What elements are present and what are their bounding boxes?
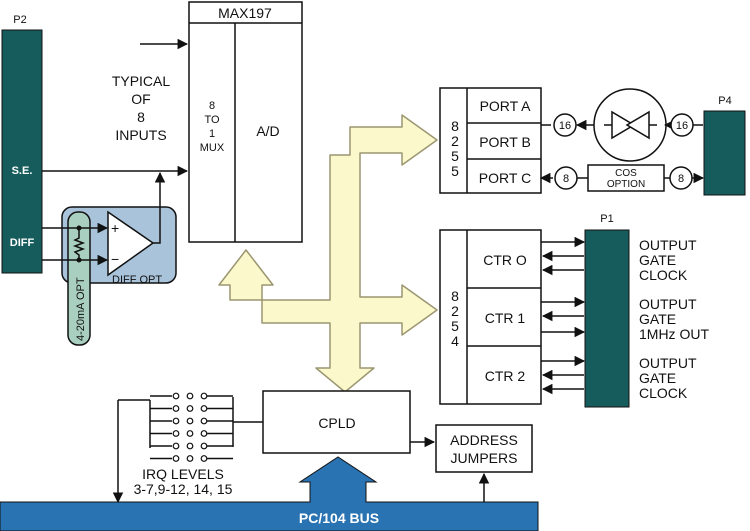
irq-jumper-row — [150, 405, 233, 412]
svg-text:OPTION: OPTION — [607, 179, 645, 190]
port-c-label: PORT C — [479, 170, 531, 186]
svg-text:ADDRESS: ADDRESS — [450, 432, 518, 448]
bus-label: PC/104 BUS — [299, 510, 379, 526]
ctr-2-label: CTR 2 — [485, 368, 526, 384]
irq-jumper-row — [150, 430, 233, 437]
svg-text:GATE: GATE — [639, 252, 676, 268]
max197-title: MAX197 — [218, 5, 272, 21]
svg-text:5: 5 — [451, 163, 459, 179]
p2-wiring — [42, 165, 189, 266]
cpld-chip: CPLD — [262, 390, 411, 454]
cos-option-box — [587, 164, 665, 192]
internal-bus-arrow — [218, 114, 438, 393]
port-a-label: PORT A — [480, 98, 532, 114]
opt-420ma-label: 4-20mA OPT — [75, 277, 87, 341]
svg-text:5: 5 — [451, 318, 459, 334]
ad-label: A/D — [256, 123, 279, 139]
max197-chip: MAX197 8 TO 1 MUX A/D — [188, 1, 303, 243]
svg-text:4: 4 — [451, 333, 459, 349]
mux-line-2: TO — [204, 114, 220, 126]
svg-text:COS: COS — [615, 168, 637, 179]
irq-jumper-block — [112, 392, 263, 504]
svg-text:OUTPUT: OUTPUT — [639, 355, 697, 371]
mux-line-4: MUX — [200, 142, 225, 154]
ctr-1-label: CTR 1 — [485, 310, 526, 326]
svg-text:IRQ LEVELS: IRQ LEVELS — [142, 466, 224, 482]
op-amp-minus: − — [111, 251, 119, 267]
svg-text:OUTPUT: OUTPUT — [639, 296, 697, 312]
svg-text:CLOCK: CLOCK — [639, 385, 688, 401]
svg-text:16: 16 — [559, 120, 571, 132]
op-amp-plus: + — [111, 220, 119, 236]
counter-signal-names: OUTPUT GATE CLOCK OUTPUT GATE 1MHz OUT O… — [639, 237, 709, 401]
irq-jumper-row — [150, 442, 233, 450]
irq-levels-label: IRQ LEVELS 3-7,9-12, 14, 15 — [134, 466, 233, 497]
svg-text:JUMPERS: JUMPERS — [451, 450, 518, 466]
se-label: S.E. — [12, 165, 33, 177]
svg-text:OF: OF — [131, 91, 150, 107]
svg-text:GATE: GATE — [639, 311, 676, 327]
irq-jumper-row — [150, 455, 233, 462]
op-amp-symbol — [107, 210, 155, 277]
svg-text:CLOCK: CLOCK — [639, 267, 688, 283]
diff-opt-label: DIFF OPT — [112, 274, 162, 286]
mux-line-1: 8 — [209, 100, 215, 112]
internal-data-bus-arrows — [218, 114, 438, 393]
opt-420ma-box — [67, 211, 91, 346]
svg-text:8: 8 — [451, 288, 459, 304]
pc104-bus: PC/104 BUS — [0, 456, 539, 531]
typical-inputs-label: TYPICAL OF 8 INPUTS — [112, 73, 171, 143]
svg-text:1MHz OUT: 1MHz OUT — [639, 326, 709, 342]
p4-label: P4 — [718, 95, 731, 107]
svg-text:8: 8 — [563, 173, 569, 185]
cpld-label: CPLD — [318, 415, 355, 431]
port-b-label: PORT B — [479, 134, 531, 150]
p4-connector: P4 — [703, 95, 746, 196]
counter-signal-lines — [541, 236, 586, 395]
svg-text:GATE: GATE — [639, 370, 676, 386]
svg-text:2: 2 — [451, 303, 459, 319]
counter-8254-chip: 8 2 5 4 CTR O CTR 1 CTR 2 — [439, 229, 542, 405]
svg-text:8: 8 — [451, 118, 459, 134]
irq-jumper-row — [150, 392, 233, 400]
svg-text:TYPICAL: TYPICAL — [112, 73, 171, 89]
svg-text:5: 5 — [451, 148, 459, 164]
p1-label: P1 — [600, 213, 613, 225]
svg-text:8: 8 — [678, 173, 684, 185]
ctr-0-label: CTR O — [483, 252, 527, 268]
port-c-buffer: 8 COS OPTION 8 — [539, 164, 705, 192]
svg-text:3-7,9-12, 14, 15: 3-7,9-12, 14, 15 — [134, 481, 233, 497]
svg-text:OUTPUT: OUTPUT — [639, 237, 697, 253]
svg-text:2: 2 — [451, 133, 459, 149]
mux-line-3: 1 — [209, 128, 215, 140]
p2-label: P2 — [13, 14, 26, 26]
address-jumpers-box: ADDRESS JUMPERS — [435, 424, 533, 473]
diff-opt-region: 4-20mA OPT + − DIFF OPT — [61, 206, 177, 346]
port-ab-buffer: 16 16 — [541, 88, 703, 162]
svg-text:INPUTS: INPUTS — [115, 127, 166, 143]
p1-connector: P1 — [584, 213, 630, 408]
irq-jumper-row — [150, 417, 233, 425]
svg-text:8: 8 — [137, 109, 145, 125]
svg-text:16: 16 — [676, 120, 688, 132]
ppi-8255-chip: 8 2 5 5 PORT A PORT B PORT C — [439, 87, 542, 194]
p2-connector: P2 S.E. DIFF — [1, 14, 43, 274]
diff-label: DIFF — [10, 237, 35, 249]
